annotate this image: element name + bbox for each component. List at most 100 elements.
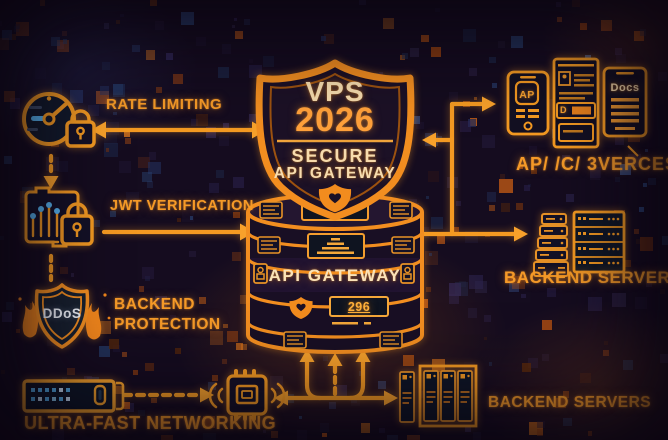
- up-arrow-right: [347, 359, 366, 401]
- gateway-stat-value: 296: [347, 300, 371, 314]
- right-trunk: [433, 101, 485, 237]
- mosaic-square: [489, 362, 493, 366]
- backend-protection-label-line1: BACKEND: [114, 296, 195, 313]
- mosaic-square: [205, 127, 216, 138]
- api-services-label: AP/ /C/ 3VERCES: [516, 154, 668, 174]
- mosaic-square: [418, 391, 426, 399]
- mosaic-square: [628, 154, 642, 168]
- mosaic-square: [622, 359, 633, 370]
- mosaic-square: [481, 134, 496, 149]
- mosaic-square: [619, 164, 632, 176]
- mosaic-square: [189, 250, 196, 258]
- mosaic-square: [118, 160, 132, 174]
- mosaic-square: [202, 416, 215, 429]
- mosaic-square: [198, 297, 206, 305]
- mosaic-square: [321, 36, 327, 41]
- shield-subtitle1-label: SECURE: [291, 146, 379, 166]
- mosaic-square: [9, 33, 16, 41]
- mosaic-square: [463, 29, 477, 43]
- mosaic-square: [530, 167, 538, 174]
- mosaic-square: [232, 252, 242, 262]
- mosaic-square: [299, 415, 303, 419]
- mosaic-square: [424, 251, 439, 265]
- mosaic-square: [527, 357, 538, 368]
- mosaic-square: [426, 286, 432, 292]
- mosaic-square: [15, 24, 20, 29]
- mosaic-square: [464, 362, 475, 373]
- mosaic-square: [328, 402, 336, 410]
- backend-servers-bottom-label: BACKEND SERVERS: [488, 394, 652, 411]
- mosaic-square: [241, 344, 248, 351]
- mosaic-square: [624, 260, 632, 268]
- mosaic-square: [113, 111, 117, 116]
- mosaic-square: [121, 351, 127, 357]
- mosaic-square: [523, 185, 530, 192]
- mosaic-square: [658, 71, 668, 82]
- mosaic-square: [536, 420, 545, 429]
- wifi-waves-icon: [208, 382, 286, 409]
- mosaic-square: [62, 39, 67, 44]
- rate-limiting-label: RATE LIMITING: [106, 96, 223, 113]
- mosaic-square: [115, 385, 124, 394]
- mosaic-square: [483, 314, 492, 323]
- stat-box: [329, 296, 389, 317]
- mosaic-square: [177, 218, 182, 222]
- mosaic-square: [142, 266, 155, 279]
- mosaic-square: [580, 372, 591, 384]
- mosaic-square: [1, 30, 12, 40]
- ddos-shield-icon: [18, 283, 111, 349]
- up-arrow-left: [304, 359, 323, 401]
- phone-app-label: AP: [519, 89, 535, 101]
- mosaic-square: [235, 31, 244, 40]
- mosaic-square: [646, 281, 652, 287]
- mosaic-square: [429, 252, 433, 256]
- mosaic-square: [139, 286, 145, 292]
- mosaic-square: [430, 216, 443, 229]
- padlock-icon: [65, 109, 96, 148]
- server-rack-icon: [572, 210, 626, 274]
- mosaic-square: [452, 226, 459, 234]
- mosaic-square: [0, 37, 9, 51]
- mosaic-square: [590, 169, 601, 180]
- mosaic-square: [382, 18, 394, 29]
- mosaic-square: [60, 266, 68, 275]
- mosaic-square: [614, 135, 625, 146]
- gauge-icon: [22, 92, 76, 146]
- mosaic-square: [509, 282, 519, 293]
- mosaic-square: [579, 23, 587, 31]
- mosaic-square: [209, 182, 219, 193]
- mosaic-square: [190, 216, 194, 220]
- mosaic-square: [516, 203, 524, 211]
- mosaic-square: [555, 397, 566, 409]
- mosaic-square: [126, 192, 139, 205]
- mosaic-square: [660, 289, 665, 294]
- mosaic-square: [67, 367, 75, 376]
- mosaic-square: [562, 154, 570, 163]
- jwt-verification-label: JWT VERIFICATION: [110, 198, 254, 214]
- mosaic-square: [196, 101, 203, 108]
- mosaic-square: [448, 283, 462, 296]
- pyramid-panel-icon: [307, 233, 365, 259]
- mosaic-square: [565, 193, 575, 203]
- mosaic-square: [112, 84, 123, 95]
- phone-api-icon: [506, 70, 550, 136]
- backend-servers-mid-label: BACKEND SERVERS: [504, 268, 668, 287]
- mosaic-square: [498, 40, 506, 48]
- mosaic-square: [108, 338, 119, 349]
- mosaic-square: [4, 91, 15, 102]
- mosaic-square: [510, 274, 521, 285]
- mosaic-square: [587, 296, 602, 311]
- mosaic-square: [648, 177, 656, 186]
- mosaic-square: [416, 121, 424, 130]
- mosaic-square: [498, 179, 513, 193]
- mosaic-square: [124, 138, 131, 145]
- mosaic-square: [521, 362, 532, 373]
- mosaic-square: [249, 114, 257, 122]
- mosaic-square: [142, 172, 153, 183]
- mosaic-square: [411, 116, 420, 125]
- mosaic-square: [70, 90, 83, 103]
- mosaic-square: [603, 340, 609, 346]
- mosaic-square: [3, 156, 12, 164]
- mosaic-square: [105, 148, 110, 153]
